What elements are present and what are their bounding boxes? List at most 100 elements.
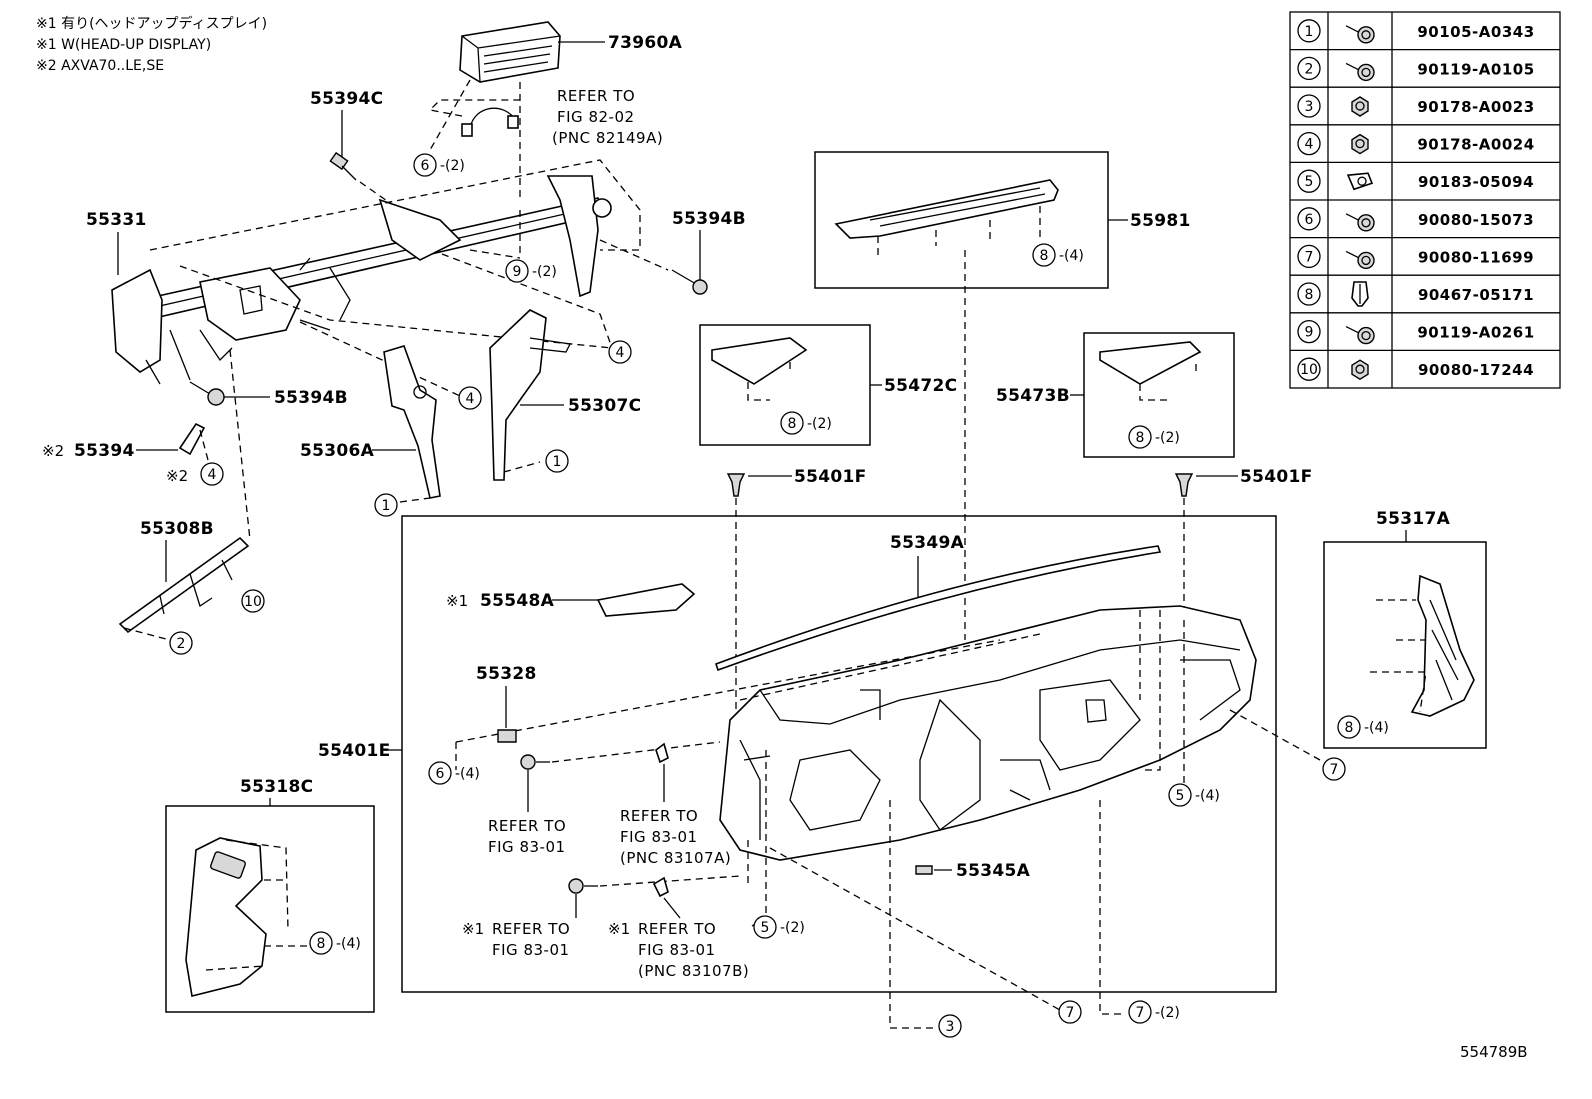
circle-callout-c7-bottom[interactable]: 7 [1058, 1000, 1082, 1024]
dash-to-10 [229, 349, 251, 541]
circle-callout-c8-55981[interactable]: 8-(4) [1032, 243, 1084, 267]
circle-callout-c6-mid[interactable]: 6-(4) [428, 761, 480, 785]
cover-55473B[interactable] [1099, 341, 1202, 385]
circle-callout-c5-right[interactable]: 5-(4) [1168, 783, 1220, 807]
label-55349A[interactable]: 55349A [890, 533, 965, 553]
label-55981[interactable]: 55981 [1130, 211, 1191, 231]
label-55308B[interactable]: 55308B [140, 519, 214, 539]
label-55306A[interactable]: 55306A [300, 441, 375, 461]
circle-callout-c7-bottom2[interactable]: 7-(2) [1128, 1000, 1180, 1024]
bracket-55307C[interactable] [489, 309, 571, 481]
bolt-55394B-left[interactable] [189, 381, 225, 406]
dash-beam-top [149, 159, 641, 251]
label-55331[interactable]: 55331 [86, 210, 147, 230]
bolt-55394C[interactable] [329, 151, 357, 181]
callout-ring [413, 153, 437, 177]
callout-number: 2 [177, 636, 186, 652]
hud-cover-55548A[interactable] [596, 583, 696, 617]
bracket-55394[interactable] [178, 422, 206, 456]
dash-panel-to-7 [1229, 709, 1321, 761]
label-73960A[interactable]: 73960A [608, 33, 683, 53]
circle-callout-c8-55473B[interactable]: 8-(2) [1128, 425, 1180, 449]
clip-refer-83107B[interactable] [652, 876, 669, 898]
brace-55308B[interactable] [118, 536, 250, 634]
dash-screw-b [599, 875, 741, 887]
clip-refer-83107A[interactable] [655, 742, 669, 764]
side-cover-55317A[interactable] [1410, 574, 1475, 717]
circle-callout-c10[interactable]: 10 [241, 589, 265, 613]
hud-wire-harness[interactable] [461, 107, 519, 137]
circle-callout-c8-55317A[interactable]: 8-(4) [1337, 715, 1389, 739]
label-55401E[interactable]: 55401E [318, 741, 391, 761]
molding-55349A[interactable] [714, 545, 1162, 672]
screw-refer-83-01-b[interactable] [568, 878, 598, 894]
circle-callout-c8-55318C[interactable]: 8-(4) [309, 931, 361, 955]
panel-55981[interactable] [834, 179, 1059, 239]
circle-callout-c1-b[interactable]: 1 [374, 493, 398, 517]
side-cover-55318C[interactable] [185, 837, 267, 997]
clip-55401F-left[interactable] [726, 473, 746, 497]
callout-ring [200, 462, 224, 486]
dash-beam-4c [441, 253, 613, 349]
label-55401F-left[interactable]: 55401F [794, 467, 867, 487]
circle-callout-c8-55472C[interactable]: 8-(2) [780, 411, 832, 435]
row-part-number: 90119-A0261 [1417, 324, 1534, 342]
label-55472C[interactable]: 55472C [884, 376, 957, 396]
cross-car-beam-55331[interactable] [111, 175, 612, 385]
row-number-ring [1297, 94, 1321, 118]
clip-55401F-right[interactable] [1174, 473, 1194, 497]
circle-callout-c5-bottom[interactable]: 5-(2) [753, 915, 805, 939]
callout-number: 8 [788, 416, 797, 432]
label-55328[interactable]: 55328 [476, 664, 537, 684]
circle-callout-c2[interactable]: 2 [169, 631, 193, 655]
circle-callout-c6-top[interactable]: 6-(2) [413, 153, 465, 177]
row-number-ring [1297, 169, 1321, 193]
label-55394B-top[interactable]: 55394B [672, 209, 746, 229]
label-55548A[interactable]: 55548A [480, 591, 555, 611]
circle-callout-c1-a[interactable]: 1 [545, 449, 569, 473]
label-55307C[interactable]: 55307C [568, 396, 641, 416]
screw-icon [1345, 250, 1375, 270]
label-55317A[interactable]: 55317A [1376, 509, 1451, 529]
callout-number: 7 [1330, 762, 1339, 778]
label-55473B[interactable]: 55473B [996, 386, 1070, 406]
circle-callout-c9[interactable]: 9-(2) [505, 259, 557, 283]
circle-callout-c4-c[interactable]: 4 [200, 462, 224, 486]
label-55318C[interactable]: 55318C [240, 777, 313, 797]
mark-55394-circle: ※2 [166, 467, 188, 485]
bracket-55306A[interactable] [383, 345, 441, 499]
hud-unit-73960A[interactable] [459, 21, 561, 83]
bolt-55394B-top[interactable] [671, 269, 708, 295]
clip-55328[interactable] [497, 729, 517, 743]
nut-icon [1351, 96, 1369, 117]
circle-callout-c4-a[interactable]: 4 [608, 340, 632, 364]
cover-55472C[interactable] [711, 337, 808, 385]
part-55345A[interactable] [915, 865, 933, 875]
row-part-number: 90178-A0024 [1417, 136, 1534, 154]
dash-55473B [1139, 364, 1197, 401]
callout-ring [608, 340, 632, 364]
circle-callout-c4-b[interactable]: 4 [458, 386, 482, 410]
label-55394B-left[interactable]: 55394B [274, 388, 348, 408]
instrument-panel-body[interactable] [719, 605, 1257, 861]
screw-refer-83-01[interactable] [520, 754, 550, 770]
circle-callout-c3[interactable]: 3 [938, 1014, 962, 1038]
label-55345A[interactable]: 55345A [956, 861, 1031, 881]
row-number: 3 [1305, 99, 1314, 115]
callout-quantity: -(2) [1155, 1005, 1180, 1021]
label-55401F-right[interactable]: 55401F [1240, 467, 1313, 487]
dash-panel-right [1139, 610, 1161, 771]
circle-callout-c7-right[interactable]: 7 [1322, 757, 1346, 781]
label-55394C[interactable]: 55394C [310, 89, 383, 109]
label-55394[interactable]: 55394 [74, 441, 135, 461]
